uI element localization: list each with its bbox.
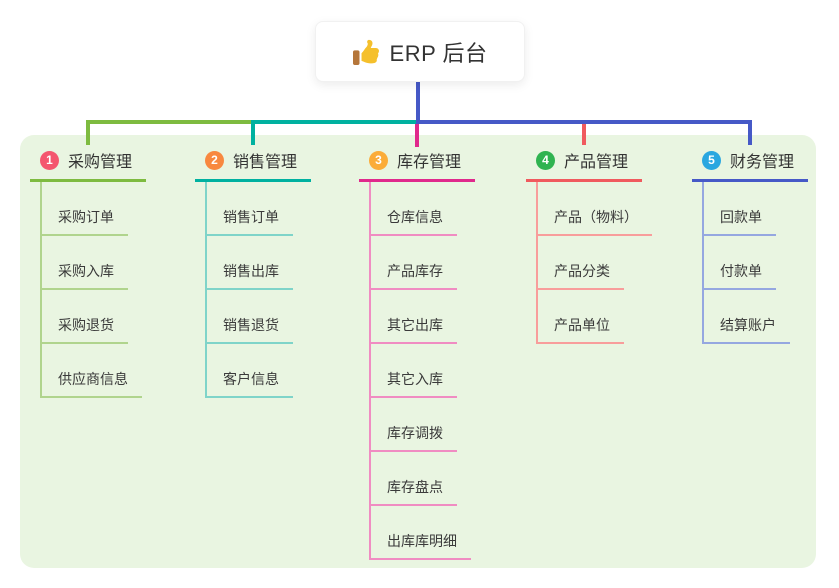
- tree-node[interactable]: 供应商信息: [30, 344, 190, 398]
- branch-label: 采购管理: [68, 154, 133, 171]
- branch-number-badge: 2: [205, 150, 224, 170]
- tree-node[interactable]: 客户信息: [195, 344, 355, 398]
- branch-number-badge: 5: [702, 150, 721, 170]
- connector-drop-finance: [748, 120, 752, 145]
- branch-column: 2 销售管理 销售订单销售出库销售退货客户信息: [195, 145, 355, 398]
- tree-node-label: 采购退货: [40, 315, 128, 344]
- tree-node[interactable]: 回款单: [692, 182, 839, 236]
- tree-node[interactable]: 其它入库: [359, 344, 519, 398]
- tree-node-label: 采购订单: [40, 207, 128, 236]
- branch-label: 产品管理: [564, 154, 629, 171]
- tree-node[interactable]: 销售退货: [195, 290, 355, 344]
- tree-node-label: 回款单: [702, 207, 776, 236]
- branch-children: 回款单付款单结算账户: [692, 182, 839, 344]
- branch-label: 财务管理: [730, 154, 795, 171]
- tree-node-label: 销售退货: [205, 315, 293, 344]
- tree-node-label: 库存盘点: [369, 477, 457, 506]
- tree-node[interactable]: 结算账户: [692, 290, 839, 344]
- branch-children: 采购订单采购入库采购退货供应商信息: [30, 182, 190, 398]
- tree-node-label: 仓库信息: [369, 207, 457, 236]
- branch-header[interactable]: 3 库存管理: [359, 145, 475, 182]
- branch-connector-line: [40, 182, 42, 397]
- connector-bus-right: [417, 120, 752, 124]
- tree-node[interactable]: 产品（物料）: [526, 182, 686, 236]
- tree-node[interactable]: 销售订单: [195, 182, 355, 236]
- tree-node[interactable]: 产品分类: [526, 236, 686, 290]
- branch-children: 仓库信息产品库存其它出库其它入库库存调拨库存盘点出库库明细: [359, 182, 519, 560]
- branch-column: 1 采购管理 采购订单采购入库采购退货供应商信息: [30, 145, 190, 398]
- tree-node-label: 出库库明细: [369, 531, 471, 560]
- root-node[interactable]: ERP 后台: [315, 21, 525, 82]
- branch-label: 库存管理: [397, 154, 462, 171]
- tree-node[interactable]: 采购退货: [30, 290, 190, 344]
- connector-drop-sales: [251, 120, 255, 145]
- tree-node[interactable]: 出库库明细: [359, 506, 519, 560]
- tree-node-label: 产品分类: [536, 261, 624, 290]
- branch-header[interactable]: 4 产品管理: [526, 145, 642, 182]
- branch-number-badge: 4: [536, 150, 555, 170]
- connector-drop-product: [582, 120, 586, 145]
- tree-node[interactable]: 产品单位: [526, 290, 686, 344]
- mindmap-canvas: [20, 135, 816, 568]
- tree-node-label: 销售出库: [205, 261, 293, 290]
- tree-node[interactable]: 产品库存: [359, 236, 519, 290]
- tree-node-label: 结算账户: [702, 315, 790, 344]
- branch-label: 销售管理: [233, 154, 298, 171]
- tree-node[interactable]: 库存盘点: [359, 452, 519, 506]
- connector-drop-inventory: [415, 120, 419, 147]
- connector-root-stem: [416, 82, 420, 124]
- branch-number-badge: 1: [40, 150, 59, 170]
- tree-node-label: 销售订单: [205, 207, 293, 236]
- tree-node-label: 产品（物料）: [536, 207, 652, 236]
- tree-node[interactable]: 采购订单: [30, 182, 190, 236]
- branch-connector-line: [369, 182, 371, 559]
- branch-header[interactable]: 5 财务管理: [692, 145, 808, 182]
- tree-node-label: 其它出库: [369, 315, 457, 344]
- tree-node-label: 客户信息: [205, 369, 293, 398]
- branch-column: 3 库存管理 仓库信息产品库存其它出库其它入库库存调拨库存盘点出库库明细: [359, 145, 519, 560]
- branch-connector-line: [205, 182, 207, 397]
- branch-column: 5 财务管理 回款单付款单结算账户: [692, 145, 839, 344]
- tree-node[interactable]: 其它出库: [359, 290, 519, 344]
- branch-children: 销售订单销售出库销售退货客户信息: [195, 182, 355, 398]
- tree-node-label: 供应商信息: [40, 369, 142, 398]
- branch-header[interactable]: 1 采购管理: [30, 145, 146, 182]
- tree-node[interactable]: 付款单: [692, 236, 839, 290]
- tree-node-label: 付款单: [702, 261, 776, 290]
- tree-node-label: 产品单位: [536, 315, 624, 344]
- tree-node-label: 库存调拨: [369, 423, 457, 452]
- tree-node[interactable]: 销售出库: [195, 236, 355, 290]
- tree-node[interactable]: 仓库信息: [359, 182, 519, 236]
- branch-number-badge: 3: [369, 150, 388, 170]
- thumbs-up-icon: [352, 39, 379, 65]
- branch-children: 产品（物料） 产品分类产品单位: [526, 182, 686, 344]
- root-node-label: ERP 后台: [389, 40, 488, 66]
- branch-connector-line: [702, 182, 704, 343]
- branch-connector-line: [536, 182, 538, 343]
- branch-column: 4 产品管理 产品（物料） 产品分类产品单位: [526, 145, 686, 344]
- tree-node-label: 其它入库: [369, 369, 457, 398]
- connector-bus-left: [86, 120, 253, 124]
- tree-node[interactable]: 采购入库: [30, 236, 190, 290]
- tree-node-label: 产品库存: [369, 261, 457, 290]
- tree-node-label: 采购入库: [40, 261, 128, 290]
- branch-header[interactable]: 2 销售管理: [195, 145, 311, 182]
- tree-node[interactable]: 库存调拨: [359, 398, 519, 452]
- connector-drop-purchase: [86, 120, 90, 145]
- connector-bus-mid: [251, 120, 418, 124]
